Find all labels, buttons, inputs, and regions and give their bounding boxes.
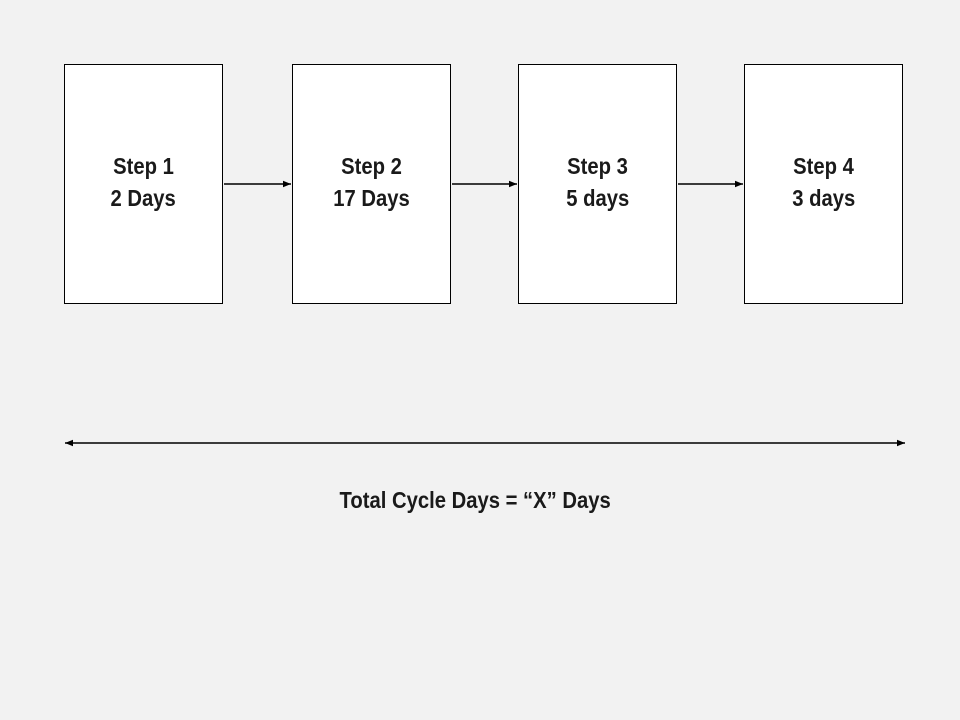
step-name: Step 1 — [113, 153, 174, 179]
step-name: Step 2 — [341, 153, 402, 179]
step-duration: 2 Days — [110, 185, 177, 211]
step-box-3: Step 3 5 days — [518, 64, 677, 304]
total-cycle-caption: Total Cycle Days = “X” Days — [0, 484, 960, 516]
total-cycle-label: Total Cycle Days = “X” Days — [339, 487, 611, 513]
step-box-2: Step 2 17 Days — [292, 64, 451, 304]
step-name: Step 4 — [793, 153, 854, 179]
step-duration: 3 days — [791, 185, 856, 211]
step-duration: 5 days — [565, 185, 630, 211]
step-duration: 17 Days — [333, 185, 410, 211]
step-box-4: Step 4 3 days — [744, 64, 903, 304]
step-box-1: Step 1 2 Days — [64, 64, 223, 304]
step-name: Step 3 — [567, 153, 628, 179]
